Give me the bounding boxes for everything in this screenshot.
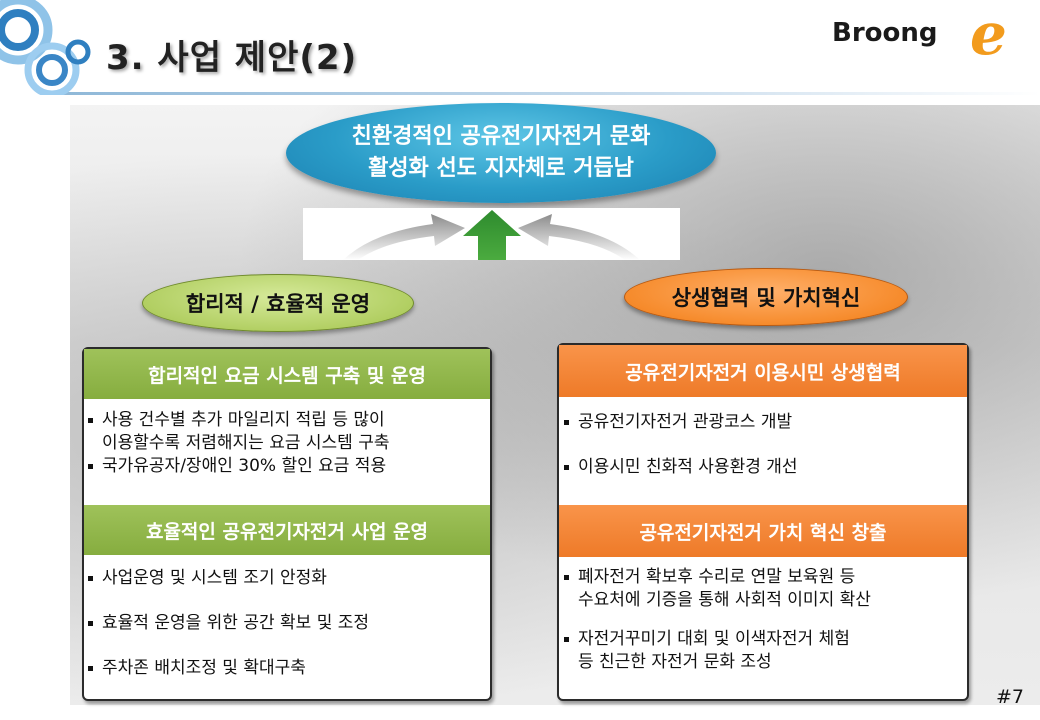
right-curved-arrow-icon (518, 214, 640, 260)
left-curved-arrow-icon (343, 214, 465, 260)
list-item: 자전거꾸미기 대회 및 이색자전거 체험 등 친근한 자전거 문화 조성 (562, 628, 962, 674)
right-top-heading: 공유전기자전거 이용시민 상생협력 (559, 345, 967, 397)
strategy-oval-cooperation: 상생협력 및 가치혁신 (624, 268, 908, 326)
right-bottom-bullets: 폐자전거 확보후 수리로 연말 보육원 등 수요처에 기증을 통해 사회적 이미… (562, 566, 962, 674)
list-item: 공유전기자전거 관광코스 개발 (562, 411, 962, 434)
logo-e-mark: e (970, 0, 1007, 68)
logo-text: Broong (832, 18, 938, 48)
list-item: 사용 건수별 추가 마일리지 적립 등 많이 이용할수록 저렴해지는 요금 시스… (86, 409, 486, 455)
list-item: 효율적 운영을 위한 공간 확보 및 조정 (86, 612, 486, 635)
page-number: #7 (996, 686, 1025, 708)
left-top-heading: 합리적인 요금 시스템 구축 및 운영 (84, 349, 490, 399)
page-title: 3. 사업 제안(2) (106, 38, 358, 78)
list-item: 이용시민 친화적 사용환경 개선 (562, 456, 962, 479)
goal-line-1: 친환경적인 공유전기자전거 문화 (351, 124, 651, 149)
decorative-circles-icon (0, 0, 91, 95)
right-top-bullets: 공유전기자전거 관광코스 개발 이용시민 친화적 사용환경 개선 (562, 411, 962, 479)
list-item: 주차존 배치조정 및 확대구축 (86, 657, 486, 680)
list-item: 폐자전거 확보후 수리로 연말 보육원 등 수요처에 기증을 통해 사회적 이미… (562, 566, 962, 612)
list-item: 국가유공자/장애인 30% 할인 요금 적용 (86, 455, 486, 478)
header-divider (60, 92, 1040, 95)
left-top-bullets: 사용 건수별 추가 마일리지 적립 등 많이 이용할수록 저렴해지는 요금 시스… (86, 409, 486, 478)
strategy-oval-efficient: 합리적 / 효율적 운영 (142, 274, 414, 332)
goal-line-2: 활성화 선도 지자체로 거듭남 (368, 156, 634, 181)
left-bottom-heading: 효율적인 공유전기자전거 사업 운영 (84, 505, 490, 555)
left-bottom-bullets: 사업운영 및 시스템 조기 안정화 효율적 운영을 위한 공간 확보 및 조정 … (86, 567, 486, 680)
goal-ellipse: 친환경적인 공유전기자전거 문화 활성화 선도 지자체로 거듭남 (286, 103, 716, 203)
broong-logo: Broong e (832, 0, 1032, 68)
arrows-panel (303, 208, 680, 260)
center-up-arrow-icon (463, 210, 521, 260)
right-bottom-heading: 공유전기자전거 가치 혁신 창출 (559, 505, 967, 557)
list-item: 사업운영 및 시스템 조기 안정화 (86, 567, 486, 590)
